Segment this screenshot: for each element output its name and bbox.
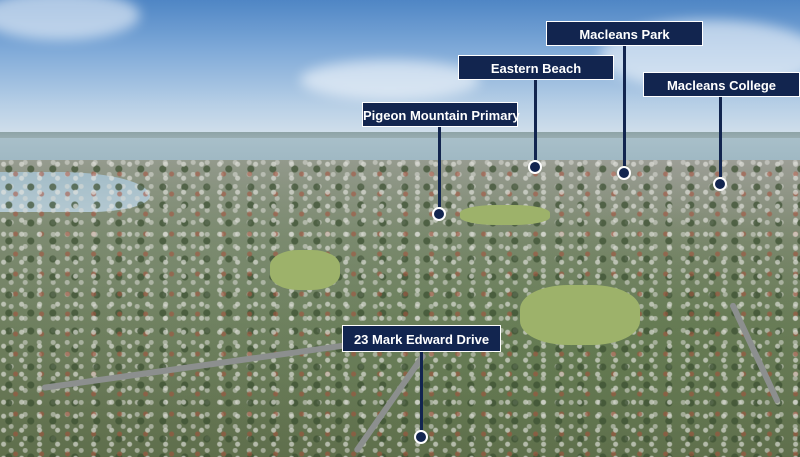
park-field	[270, 250, 340, 290]
pigeon-mountain-primary-label: Pigeon Mountain Primary	[362, 102, 520, 127]
macleans-college-pin-line	[719, 97, 722, 177]
eastern-beach-label: Eastern Beach	[458, 55, 614, 80]
eastern-beach-pin-line	[534, 80, 537, 160]
macleans-college-pin	[713, 177, 727, 191]
distant-land	[0, 132, 800, 140]
eastern-beach-pin	[528, 160, 542, 174]
property-address-label: 23 Mark Edward Drive	[342, 325, 501, 352]
houses-texture	[0, 160, 800, 457]
park-field	[460, 205, 550, 225]
macleans-park-label: Macleans Park	[546, 21, 703, 46]
property-pin	[414, 430, 428, 444]
pigeon-mountain-primary-pin-line	[438, 127, 441, 207]
macleans-college-label: Macleans College	[643, 72, 800, 97]
macleans-park-pin	[617, 166, 631, 180]
pigeon-mountain-primary-pin	[432, 207, 446, 221]
park-field	[520, 285, 640, 345]
property-pin-line	[420, 352, 423, 430]
macleans-park-pin-line	[623, 46, 626, 166]
cloud	[300, 60, 480, 100]
